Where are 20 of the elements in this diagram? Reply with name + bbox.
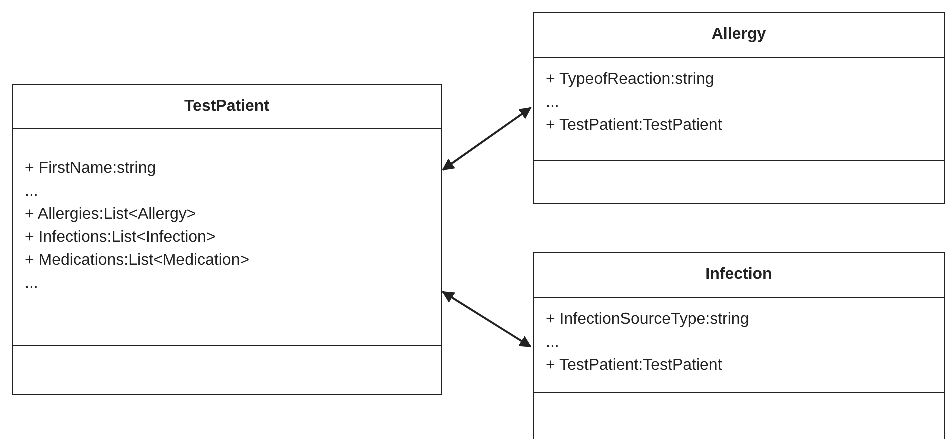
association-arrow xyxy=(442,107,532,171)
attribute-text: ... xyxy=(546,93,560,113)
class-name: TestPatient xyxy=(184,98,270,116)
class-box xyxy=(533,252,945,439)
attribute-text: + TypeofReaction:string xyxy=(546,70,716,90)
attribute-text: + TestPatient:TestPatient xyxy=(546,116,724,136)
class-name: Infection xyxy=(706,266,772,284)
class-box xyxy=(12,84,442,395)
attribute-text: + TestPatient:TestPatient xyxy=(546,356,724,376)
attribute-text: + Infections:List<Infection> xyxy=(25,228,217,248)
class-name: Allergy xyxy=(712,26,766,44)
attribute-text: ... xyxy=(546,333,560,353)
attribute-text: ... xyxy=(25,274,40,294)
attribute-text: + FirstName:string xyxy=(25,159,158,179)
attribute-text: + Allergies:List<Allergy> xyxy=(25,205,198,225)
class-box xyxy=(533,12,945,204)
attribute-text: + Medications:List<Medication> xyxy=(25,251,251,271)
attribute-text: + InfectionSourceType:string xyxy=(546,310,750,330)
association-arrow xyxy=(442,291,532,348)
attribute-text: ... xyxy=(25,182,40,202)
